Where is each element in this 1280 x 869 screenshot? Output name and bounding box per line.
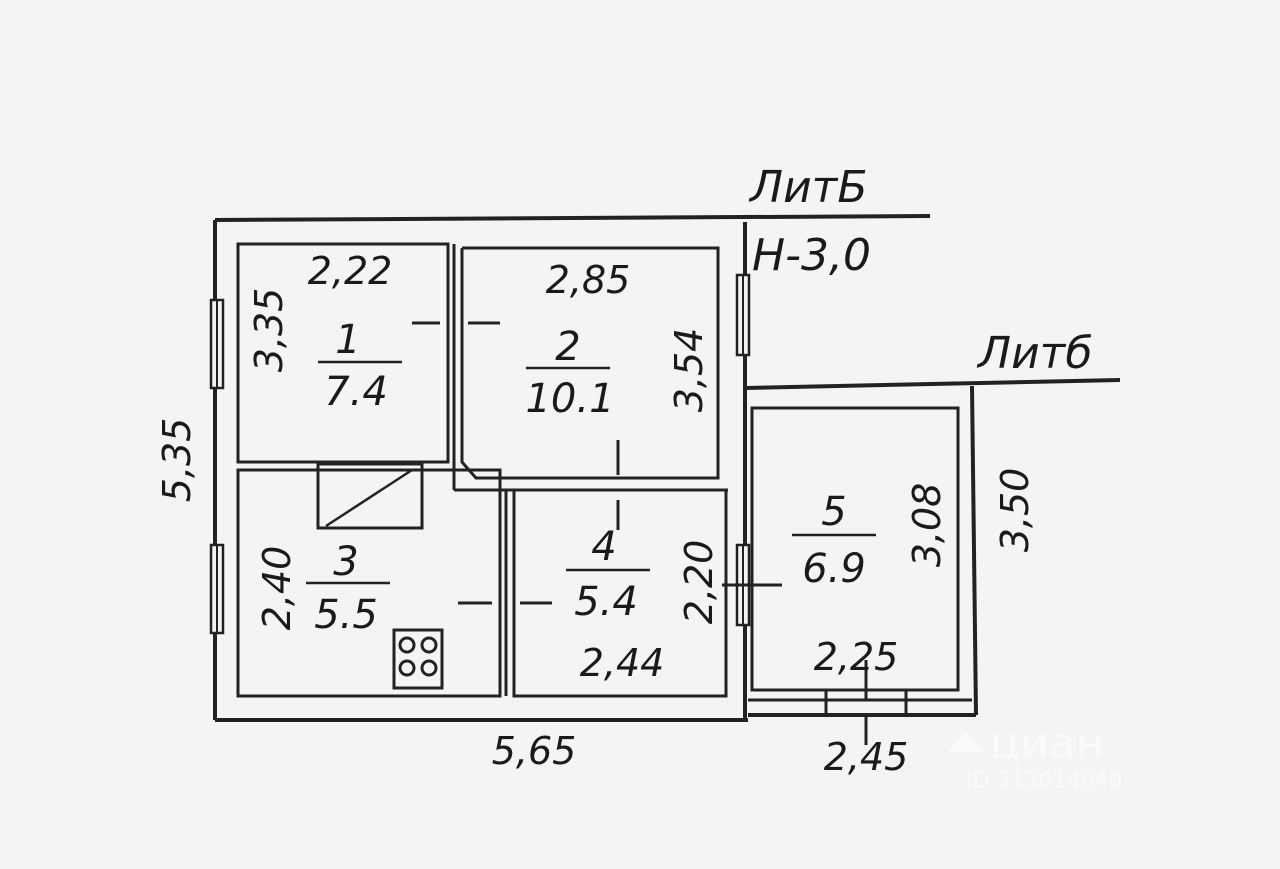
room-1-outline <box>236 242 450 464</box>
watermark-id: ID 313014940 <box>966 769 1122 794</box>
windows <box>209 273 751 635</box>
total-width: 5,65 <box>492 729 577 773</box>
room-walls <box>236 242 728 698</box>
door-markers <box>412 321 868 745</box>
annex-outline <box>744 378 1121 717</box>
room-area: 5.4 <box>574 579 638 625</box>
room-3-label: 3 5.5 <box>306 539 390 638</box>
annex-width: 2,45 <box>824 735 909 779</box>
room-area: 7.4 <box>324 369 388 415</box>
annex-height: 3,50 <box>993 468 1037 553</box>
lit-upper-label: ЛитБ <box>748 162 868 213</box>
room-1-width: 2,22 <box>308 249 393 293</box>
room-4-width: 2,44 <box>580 641 665 685</box>
room-area: 5.5 <box>314 592 378 638</box>
room-number: 3 <box>333 539 358 585</box>
room-number: 5 <box>821 489 846 535</box>
room-number: 1 <box>335 317 360 363</box>
room-1-height: 3,35 <box>247 288 291 373</box>
cian-logo-icon <box>948 732 984 752</box>
room-4-label: 4 5.4 <box>566 524 650 625</box>
room-3-height: 2,40 <box>255 546 299 631</box>
room-1-label: 1 7.4 <box>318 317 402 415</box>
room-3-outline <box>236 468 502 698</box>
room-5-width: 2,25 <box>814 635 899 679</box>
room-2-width: 2,85 <box>546 258 631 302</box>
room-2-label: 2 10.1 <box>525 324 614 422</box>
room-2-height: 3,54 <box>667 328 711 413</box>
room-number: 4 <box>591 524 616 570</box>
room-5-outline <box>750 406 960 692</box>
room-area: 10.1 <box>525 376 614 422</box>
room-4-height: 2,20 <box>677 540 721 625</box>
stove-icon <box>392 628 444 690</box>
total-height: 5,35 <box>155 418 199 503</box>
chimney-box <box>316 462 424 530</box>
room-5-height: 3,08 <box>905 483 949 568</box>
room-5-label: 5 6.9 <box>792 489 876 592</box>
lit-lower-label: Литб <box>976 328 1092 379</box>
watermark-brand: циан <box>990 718 1104 769</box>
watermark: циан ID 313014940 <box>948 718 1122 794</box>
room-area: 6.9 <box>802 546 866 592</box>
room-number: 2 <box>555 324 580 370</box>
height-label: Н-3,0 <box>752 230 871 281</box>
room-2-outline <box>460 246 720 480</box>
